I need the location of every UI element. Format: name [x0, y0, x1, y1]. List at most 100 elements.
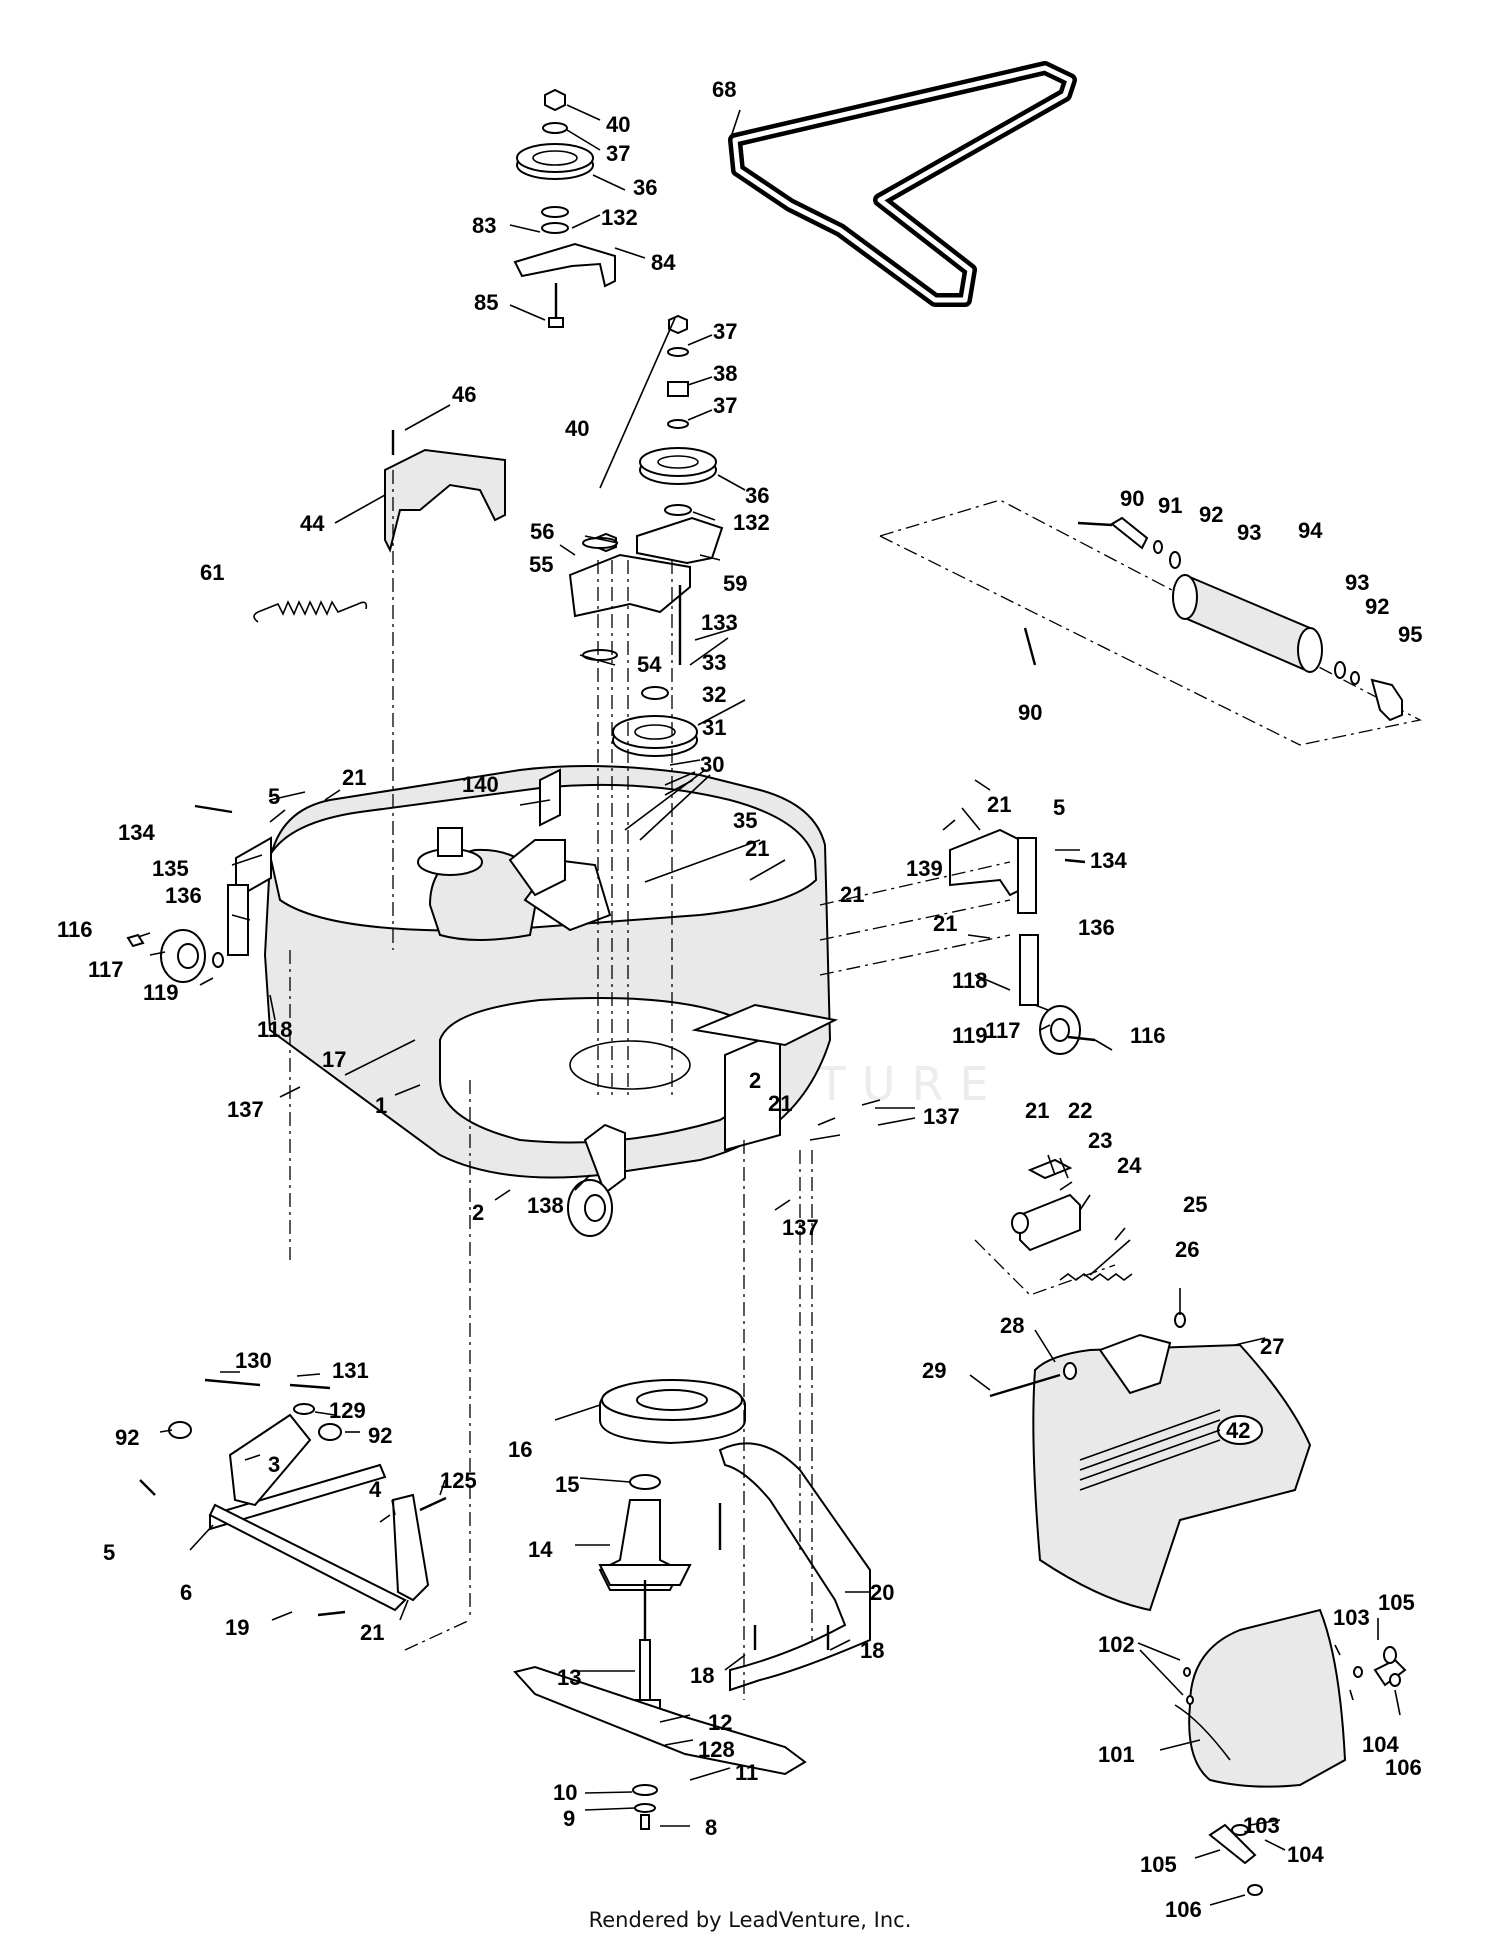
part-label-l38: 38: [713, 361, 737, 386]
part-label-l84: 84: [651, 250, 676, 275]
part-label-l105a: 105: [1378, 1590, 1415, 1615]
part-label-l54: 54: [637, 652, 662, 677]
part-label-l102: 102: [1098, 1632, 1135, 1657]
part-label-l118a: 118: [257, 1017, 293, 1042]
part-label-l90a: 90: [1120, 486, 1144, 511]
part-label-l36a: 36: [633, 175, 657, 200]
part-label-l21g: 21: [1025, 1098, 1049, 1123]
part-label-l21h: 21: [360, 1620, 384, 1645]
part-label-l17: 17: [322, 1047, 346, 1072]
part-label-l93b: 93: [1345, 570, 1369, 595]
part-label-l40a: 40: [606, 112, 630, 137]
part-label-l8: 8: [705, 1815, 717, 1840]
part-label-l31: 31: [702, 715, 726, 740]
part-label-l119b: 119: [952, 1023, 988, 1048]
alignment-lines: [289, 470, 1011, 1700]
part-label-l131: 131: [332, 1358, 369, 1383]
part-label-l137b: 137: [923, 1104, 960, 1129]
idler-pulley-assembly-middle: [568, 314, 724, 782]
part-label-l32: 32: [702, 682, 726, 707]
part-label-l91: 91: [1158, 493, 1182, 518]
part-label-l25: 25: [1183, 1192, 1207, 1217]
part-label-l19: 19: [225, 1615, 249, 1640]
part-label-l101: 101: [1098, 1742, 1135, 1767]
part-label-l37a: 37: [606, 141, 630, 166]
part-label-l2a: 2: [749, 1068, 761, 1093]
part-label-l5a: 5: [268, 784, 280, 809]
belt-guard: [384, 430, 506, 553]
part-label-l130: 130: [235, 1348, 272, 1373]
part-label-l20: 20: [870, 1580, 894, 1605]
part-label-l23: 23: [1088, 1128, 1112, 1153]
part-label-l116b: 116: [1130, 1023, 1166, 1048]
part-label-l139: 139: [906, 856, 943, 881]
part-label-l55: 55: [529, 552, 553, 577]
part-label-l140: 140: [462, 772, 499, 797]
part-label-l68: 68: [712, 77, 736, 102]
part-label-l37c: 37: [713, 393, 737, 418]
part-label-l21c: 21: [987, 792, 1011, 817]
part-label-l33: 33: [702, 650, 726, 675]
discharge-chute: 42: [1032, 1333, 1312, 1612]
part-label-l13: 13: [557, 1665, 581, 1690]
part-label-l15: 15: [555, 1472, 579, 1497]
part-label-l95: 95: [1398, 622, 1422, 647]
part-label-l92a: 92: [1199, 502, 1223, 527]
part-label-l134a: 134: [118, 820, 155, 845]
part-label-l11: 11: [735, 1760, 758, 1785]
lift-linkage-left: [139, 1378, 447, 1617]
part-label-l117a: 117: [88, 957, 124, 982]
part-label-l105b: 105: [1140, 1852, 1177, 1877]
part-label-l61: 61: [200, 560, 224, 585]
front-gauge-wheel: [567, 1123, 626, 1237]
part-label-l128: 128: [698, 1737, 735, 1762]
part-label-l94: 94: [1298, 518, 1323, 543]
part-label-l2b: 2: [472, 1200, 484, 1225]
part-label-l133: 133: [701, 610, 738, 635]
gauge-wheel-left: [126, 804, 272, 983]
part-label-l6: 6: [180, 1580, 192, 1605]
part-label-l22: 22: [1068, 1098, 1092, 1123]
part-label-l1: 1: [375, 1093, 387, 1118]
part-label-l30: 30: [700, 752, 724, 777]
part-label-l106b: 106: [1165, 1897, 1202, 1922]
gauge-wheel-right: [949, 828, 1096, 1055]
part-label-l37b: 37: [713, 319, 737, 344]
part-label-l104a: 104: [1362, 1732, 1399, 1757]
extension-spring: [253, 600, 368, 623]
part-label-l5b: 5: [1053, 795, 1065, 820]
part-label-l9: 9: [563, 1806, 575, 1831]
part-label-l24: 24: [1117, 1153, 1142, 1178]
blade-spindle-assembly: [513, 1379, 807, 1830]
part-label-l129: 129: [329, 1398, 366, 1423]
idler-pulley-assembly-top: [513, 88, 616, 328]
mower-deck-housing: [263, 765, 839, 1179]
part-label-l46: 46: [452, 382, 476, 407]
part-label-l106a: 106: [1385, 1755, 1422, 1780]
part-label-l92b: 92: [1365, 594, 1389, 619]
part-label-l93a: 93: [1237, 520, 1261, 545]
part-label-l10: 10: [553, 1780, 577, 1805]
part-label-l104b: 104: [1287, 1842, 1324, 1867]
part-label-l117b: 117: [985, 1018, 1021, 1043]
part-label-l14: 14: [528, 1537, 553, 1562]
drive-belt: [728, 61, 1077, 307]
chute-badge: 42: [1217, 1415, 1263, 1445]
part-label-l118b: 118: [952, 968, 988, 993]
part-label-l137c: 137: [782, 1215, 819, 1240]
part-label-l26: 26: [1175, 1237, 1199, 1262]
part-label-l3: 3: [268, 1452, 280, 1477]
part-label-l21f: 21: [768, 1091, 792, 1116]
part-label-l85: 85: [474, 290, 498, 315]
part-label-l132a: 132: [601, 205, 638, 230]
part-label-l134b: 134: [1090, 848, 1127, 873]
part-label-l4: 4: [369, 1477, 382, 1502]
anti-scalp-roller-assembly: [879, 499, 1422, 746]
chute-hinge-bracket: [974, 1158, 1186, 1398]
part-label-l18b: 18: [860, 1638, 884, 1663]
part-label-l21a: 21: [342, 765, 366, 790]
part-label-l29: 29: [922, 1358, 946, 1383]
part-label-l36b: 36: [745, 483, 769, 508]
